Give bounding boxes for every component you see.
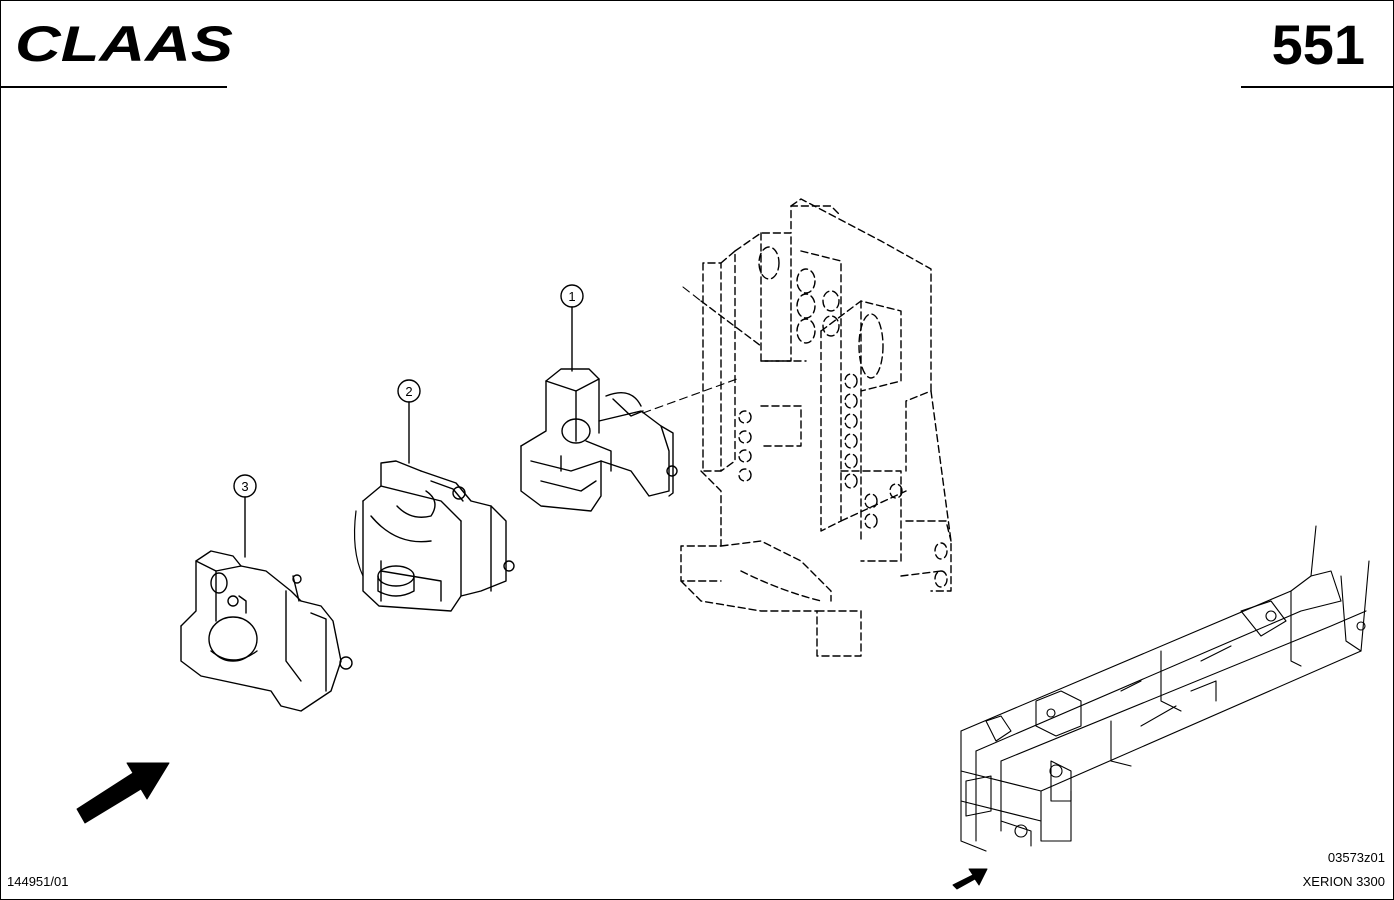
page-number: 551 <box>1271 13 1365 76</box>
claas-logo: CLAAS <box>15 19 233 67</box>
header-rule-left <box>1 86 227 88</box>
hitch-frame-bracket <box>680 198 952 657</box>
svg-text:CLAAS: CLAAS <box>15 19 233 67</box>
model-name: XERION 3300 <box>1302 874 1385 889</box>
arrow-icon <box>952 868 988 890</box>
header-rule-right <box>1241 86 1393 88</box>
assembly-leader-lines <box>642 286 738 414</box>
arrow-icon <box>76 762 170 824</box>
vehicle-chassis-locator <box>960 525 1370 852</box>
callout-2: 2 <box>397 379 421 464</box>
callout-3: 3 <box>233 474 257 558</box>
coupling-assembly-1 <box>520 368 678 512</box>
svg-text:2: 2 <box>405 384 412 399</box>
svg-text:3: 3 <box>241 479 248 494</box>
drawing-code: 03573z01 <box>1327 850 1385 865</box>
svg-text:1: 1 <box>568 289 575 304</box>
coupling-assembly-3 <box>180 550 353 712</box>
coupling-assembly-2 <box>353 460 515 612</box>
callout-1: 1 <box>560 284 584 372</box>
document-number: 144951/01 <box>7 874 69 889</box>
